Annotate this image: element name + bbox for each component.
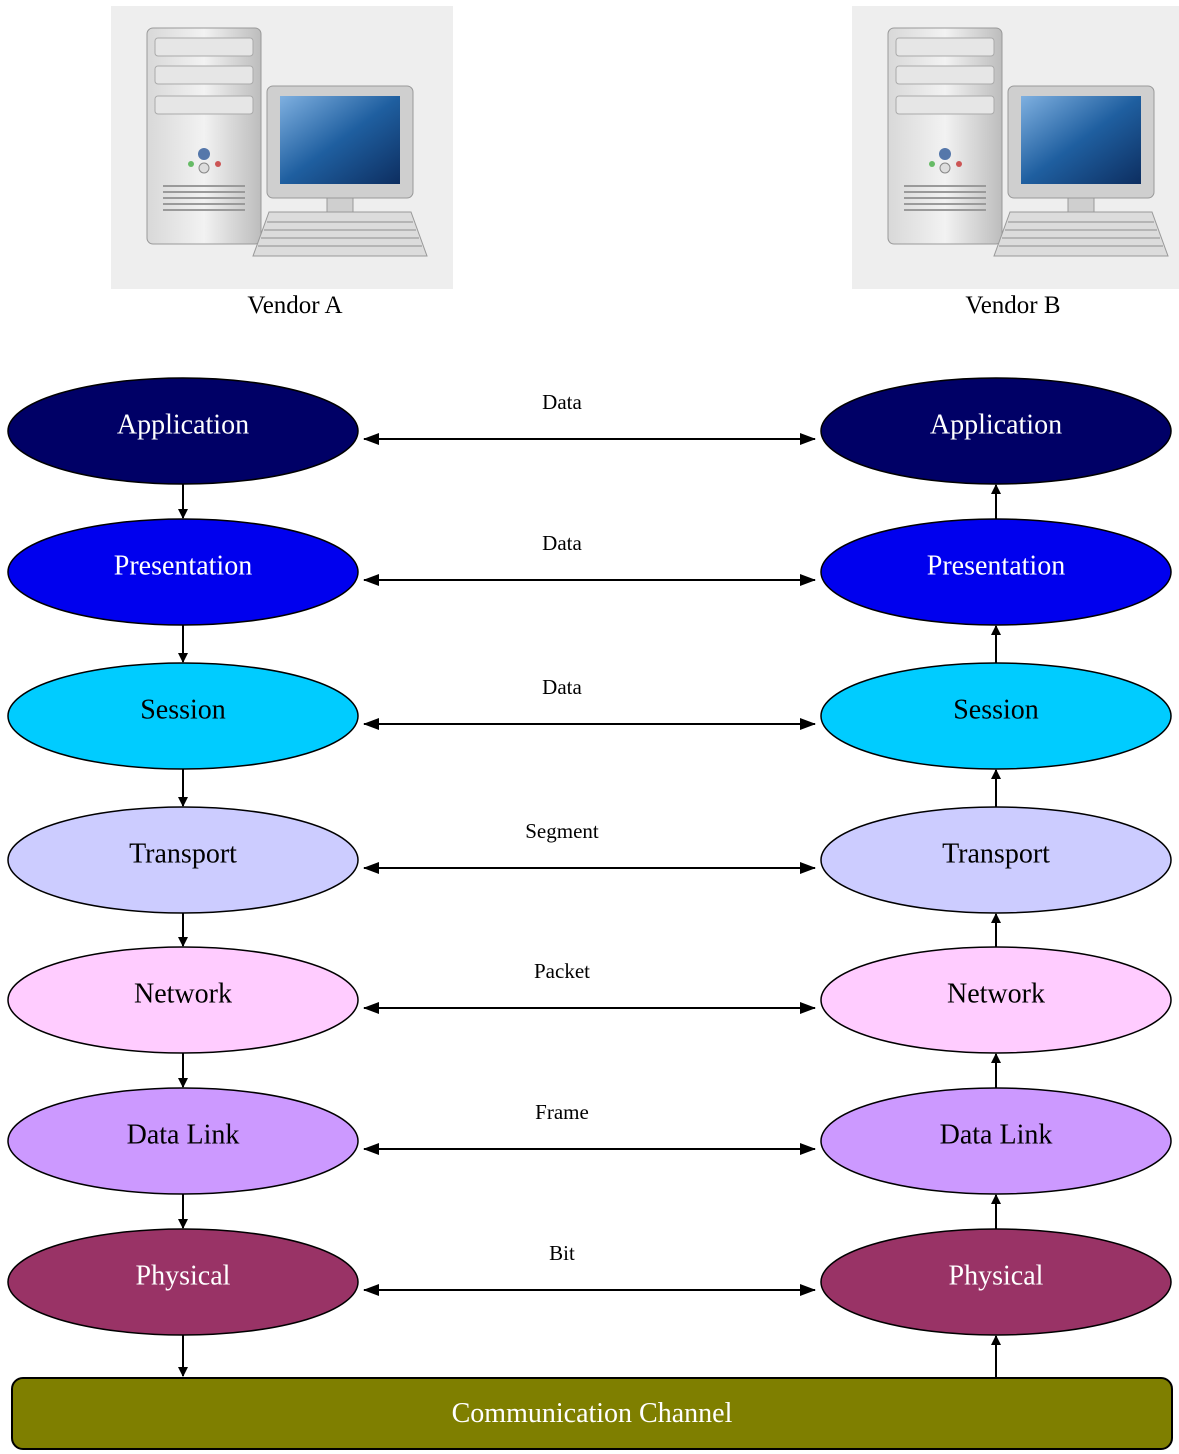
right-presentation-label: Presentation xyxy=(927,550,1065,581)
right-network-label: Network xyxy=(947,978,1045,1009)
session-pdu-label: Data xyxy=(542,675,582,699)
physical-pdu-label: Bit xyxy=(549,1241,575,1265)
right-physical-label: Physical xyxy=(949,1260,1044,1291)
right-transport-label: Transport xyxy=(942,838,1050,869)
communication-channel-label: Communication Channel xyxy=(451,1397,733,1429)
left-transport-label: Transport xyxy=(129,838,237,869)
right-session-label: Session xyxy=(953,694,1039,725)
network-pdu-label: Packet xyxy=(534,959,590,983)
right-data-link-label: Data Link xyxy=(940,1119,1053,1150)
left-network-label: Network xyxy=(134,978,232,1009)
desktop-computer-icon xyxy=(146,27,428,257)
vendor-b-label: Vendor B xyxy=(965,292,1061,319)
vendor-a-computer xyxy=(111,6,453,289)
transport-pdu-label: Segment xyxy=(525,819,599,843)
application-pdu-label: Data xyxy=(542,390,582,414)
right-application-label: Application xyxy=(930,409,1062,440)
left-data-link-label: Data Link xyxy=(127,1119,240,1150)
left-session-label: Session xyxy=(140,694,226,725)
left-physical-label: Physical xyxy=(136,1260,231,1291)
vendor-a-label: Vendor A xyxy=(247,292,343,319)
communication-channel: Communication Channel xyxy=(11,1377,1173,1450)
left-presentation-label: Presentation xyxy=(114,550,252,581)
left-application-label: Application xyxy=(117,409,249,440)
data-link-pdu-label: Frame xyxy=(535,1100,589,1124)
desktop-computer-icon xyxy=(887,27,1169,257)
vendor-b-computer xyxy=(852,6,1179,289)
presentation-pdu-label: Data xyxy=(542,531,582,555)
